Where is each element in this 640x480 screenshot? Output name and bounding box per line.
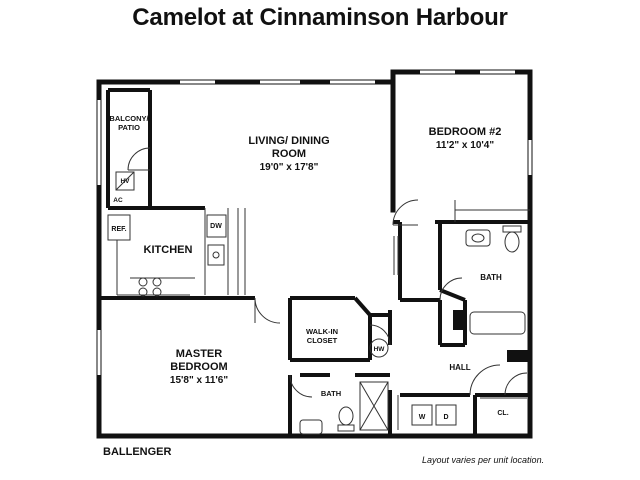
master-label-line1: MASTER — [176, 348, 223, 360]
living-label-line1: LIVING/ DINING — [248, 135, 329, 147]
layout-note: Layout varies per unit location. — [422, 455, 545, 465]
bedroom2-label: BEDROOM #2 11'2" x 10'4" — [429, 126, 502, 151]
washer-label: W — [419, 414, 426, 421]
living-dimensions: 19'0" x 17'8" — [260, 162, 319, 173]
master-label-line2: BEDROOM — [170, 361, 227, 373]
lower-bath-label: BATH — [321, 389, 341, 398]
living-label: LIVING/ DINING ROOM 19'0" x 17'8" — [248, 135, 329, 173]
dryer-label: D — [443, 414, 448, 421]
balcony-label: BALCONY/ PATIO — [109, 114, 149, 132]
windows — [97, 70, 532, 375]
hv-label: HV — [120, 178, 130, 185]
balcony-label-line1: BALCONY/ — [109, 114, 149, 123]
walkin-label: WALK-IN CLOSET — [306, 327, 338, 345]
bath-fixtures — [299, 200, 530, 435]
page-title: Camelot at Cinnaminson Harbour — [132, 4, 508, 31]
walkin-label-line2: CLOSET — [307, 336, 338, 345]
master-label: MASTER BEDROOM 15'8" x 11'6" — [170, 348, 228, 386]
closet-label: CL. — [497, 410, 508, 417]
refrigerator-label: REF. — [111, 226, 126, 233]
kitchen-counters — [107, 208, 246, 297]
kitchen-label: KITCHEN — [144, 244, 193, 256]
model-name: BALLENGER — [103, 446, 172, 458]
dishwasher-label: DW — [210, 223, 222, 230]
balcony-label-line2: PATIO — [118, 123, 140, 132]
walkin-label-line1: WALK-IN — [306, 327, 338, 336]
ac-label: AC — [113, 197, 123, 204]
interior-walls — [99, 88, 530, 436]
bedroom2-name: BEDROOM #2 — [429, 126, 502, 138]
bedroom2-dimensions: 11'2" x 10'4" — [436, 140, 494, 151]
living-label-line2: ROOM — [272, 148, 306, 160]
water-heater-label: HW — [374, 346, 386, 353]
doors — [115, 147, 528, 430]
hall-label: HALL — [449, 363, 470, 372]
master-dimensions: 15'8" x 11'6" — [170, 375, 228, 386]
upper-bath-label: BATH — [480, 273, 502, 282]
wall-blocks — [453, 310, 530, 362]
